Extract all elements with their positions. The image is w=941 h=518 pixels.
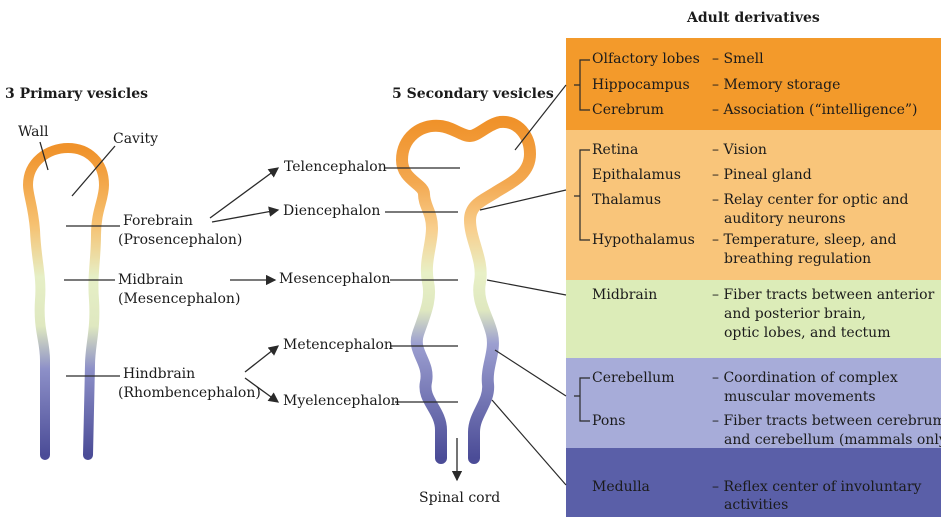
structure-retina: Retina	[592, 142, 638, 159]
connector-mesencephalon	[487, 280, 566, 295]
secondary-vesicles-heading: 5 Secondary vesicles	[392, 86, 554, 103]
secondary-vesicle-tube	[402, 122, 530, 458]
adult-derivatives-table: Olfactory lobes – Smell Hippocampus – Me…	[566, 38, 941, 517]
band-telencephalon: Olfactory lobes – Smell Hippocampus – Me…	[566, 38, 941, 130]
function-thalamus-line2: auditory neurons	[724, 211, 846, 228]
structure-hypothalamus: Hypothalamus	[592, 232, 695, 249]
function-hypothalamus-line2: breathing regulation	[724, 251, 871, 268]
telencephalon-label: Telencephalon	[284, 159, 387, 176]
arrow-to-diencephalon	[212, 210, 278, 222]
spinal-cord-label: Spinal cord	[419, 490, 500, 507]
primary-vesicle-tube	[28, 148, 104, 455]
band-diencephalon: Retina – Vision Epithalamus – Pineal gla…	[566, 130, 941, 322]
midbrain-label: Midbrain	[118, 272, 183, 289]
structure-hippocampus: Hippocampus	[592, 77, 690, 94]
function-retina: – Vision	[712, 142, 767, 159]
arrow-to-metencephalon	[245, 346, 278, 372]
bracket-diencephalon	[574, 130, 594, 322]
myelencephalon-label: Myelencephalon	[283, 393, 400, 410]
forebrain-label: Forebrain	[123, 213, 193, 230]
bracket-telencephalon	[574, 38, 594, 130]
structure-cerebrum: Cerebrum	[592, 102, 664, 119]
cavity-label: Cavity	[113, 131, 158, 148]
wall-label: Wall	[18, 124, 48, 141]
metencephalon-label: Metencephalon	[283, 337, 393, 354]
function-cerebrum: – Association (“intelligence”)	[712, 102, 918, 119]
structure-thalamus: Thalamus	[592, 192, 661, 209]
function-hippocampus: – Memory storage	[712, 77, 840, 94]
midbrain-alt-label: (Mesencephalon)	[118, 291, 240, 308]
function-epithalamus: – Pineal gland	[712, 167, 812, 184]
arrow-to-telencephalon	[210, 168, 278, 218]
forebrain-alt-label: (Prosencephalon)	[118, 232, 242, 249]
connector-metencephalon	[495, 350, 566, 396]
connector-myelencephalon	[492, 400, 566, 485]
function-hypothalamus-line1: – Temperature, sleep, and	[712, 232, 897, 249]
primary-vesicles-heading: 3 Primary vesicles	[5, 86, 148, 103]
function-olfactory-lobes: – Smell	[712, 51, 764, 68]
diencephalon-label: Diencephalon	[283, 203, 380, 220]
structure-olfactory-lobes: Olfactory lobes	[592, 51, 700, 68]
hindbrain-alt-label: (Rhombencephalon)	[118, 385, 261, 402]
adult-derivatives-heading: Adult derivatives	[687, 10, 820, 27]
structure-epithalamus: Epithalamus	[592, 167, 681, 184]
function-thalamus-line1: – Relay center for optic and	[712, 192, 909, 209]
mesencephalon-label: Mesencephalon	[279, 271, 390, 288]
hindbrain-label: Hindbrain	[123, 366, 195, 383]
